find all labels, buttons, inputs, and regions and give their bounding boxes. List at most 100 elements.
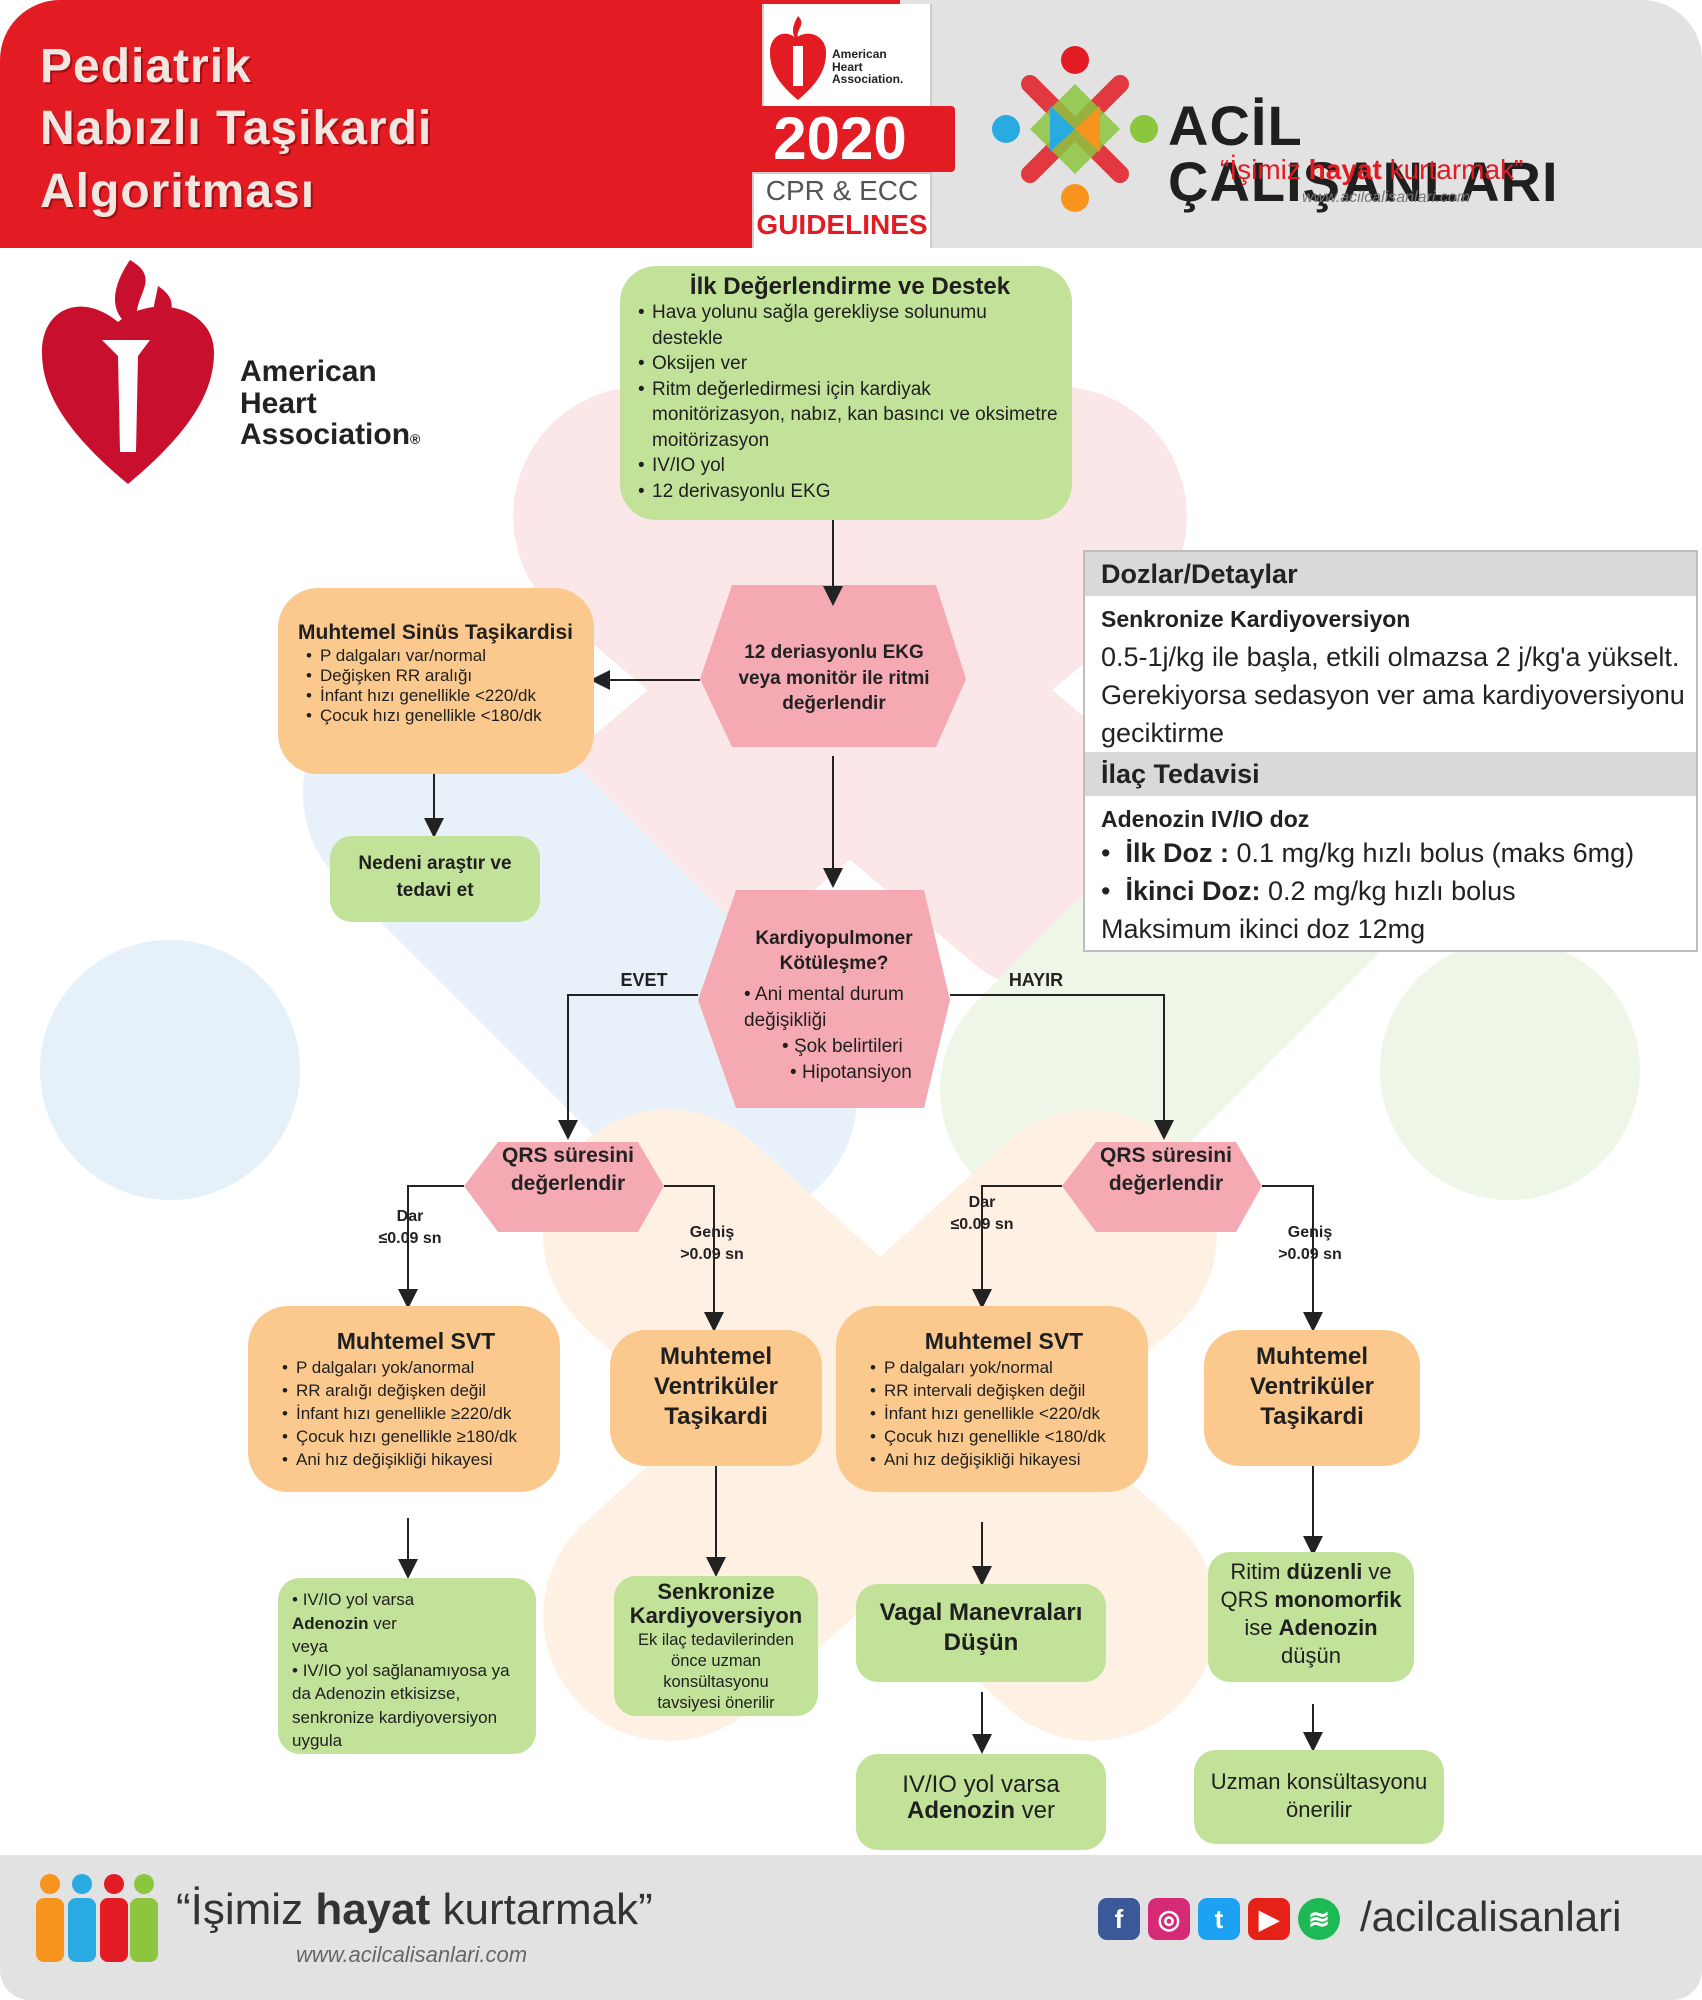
footer-slogan: “İşimiz hayat kurtarmak” xyxy=(176,1885,653,1934)
second-dose: • İkinci Doz: 0.2 mg/kg hızlı bolus xyxy=(1101,876,1516,906)
brand-name: ACİL ÇALIŞANLARI xyxy=(1168,94,1559,213)
guidelines-text: GUIDELINES xyxy=(756,209,928,240)
header-grey-band xyxy=(900,0,1702,248)
list-item: Ani hız değişikliği hikayesi xyxy=(282,1448,550,1471)
aha-small-text: American Heart Association. xyxy=(832,47,904,87)
iv-adenosine-line1: IV/IO yol varsa xyxy=(902,1771,1060,1798)
vagal-maneuvers-box: Vagal Manevraları Düşün xyxy=(856,1584,1106,1682)
arrow-qrs-left-narrow xyxy=(398,1185,464,1309)
list-item: İnfant hızı genellikle ≥220/dk xyxy=(282,1402,550,1425)
rhythm-line1: Ritim düzenli ve xyxy=(1230,1559,1392,1584)
acil-calisanlari-logo-icon xyxy=(992,46,1158,212)
list-item: • Şok belirtileri xyxy=(782,1036,903,1057)
header-website: www.acilcalisanlari.com xyxy=(1302,189,1471,206)
cardioversion-text: 0.5-1j/kg ile başla, etkili olmazsa 2 j/… xyxy=(1101,642,1685,748)
aha-heart-small-icon xyxy=(770,16,826,100)
iv-adenosine-box: IV/IO yol varsa Adenozin ver xyxy=(856,1754,1106,1850)
spotify-icon[interactable]: ≋ xyxy=(1298,1898,1340,1940)
list-item: • Ani mental durum değişikliği xyxy=(744,984,904,1031)
svt-left-title: Muhtemel SVT xyxy=(336,1328,496,1354)
ekg-assess-text: 12 deriasyonlu EKG veya monitör ile ritm… xyxy=(738,642,930,715)
qrs-left-hex-shape xyxy=(464,1142,664,1232)
guidelines-badge-bottom xyxy=(752,172,932,248)
cardiopulmonary-question: Kardiyopulmoner Kötüleşme? • Ani mental … xyxy=(718,926,950,1086)
list-item: RR intervali değişken değil xyxy=(870,1379,1138,1402)
year-badge: 2020 xyxy=(725,106,955,172)
dosage-header: Dozlar/Detaylar xyxy=(1085,552,1696,596)
sync-cardioversion-box: Senkronize Kardiyoversiyon Ek ilaç tedav… xyxy=(614,1576,818,1716)
adenosine-dose-subheader: Adenozin IV/IO doz xyxy=(1101,806,1310,832)
rhythm-line4: düşün xyxy=(1281,1643,1341,1668)
cardioversion-subheader: Senkronize Kardiyoversiyon xyxy=(1101,606,1411,632)
list-item: Oksijen ver xyxy=(638,351,1062,377)
qrs-left-text: QRS süresini değerlendir xyxy=(502,1144,634,1195)
regular-rhythm-box: Ritim düzenli ve QRS monomorfik ise Aden… xyxy=(1208,1552,1414,1682)
list-item: Çocuk hızı genellikle <180/dk xyxy=(870,1425,1138,1448)
cardio-hex-shape xyxy=(698,890,950,1108)
list-item: Ani hız değişikliği hikayesi xyxy=(870,1448,1138,1471)
footer-website: www.acilcalisanlari.com xyxy=(296,1942,528,1967)
sync-cardioversion-text: Ek ilaç tedavilerinden önce uzman konsül… xyxy=(638,1631,794,1712)
yes-label: EVET xyxy=(620,970,668,990)
arrow-qrs-right-narrow xyxy=(972,1185,1062,1309)
qrs-right-text: QRS süresini değerlendir xyxy=(1100,1144,1232,1195)
iv-adenosine-line2: Adenozin ver xyxy=(906,1797,1055,1824)
no-label: HAYIR xyxy=(1008,970,1064,990)
sinus-tachycardia-title: Muhtemel Sinüs Taşikardisi xyxy=(298,621,574,644)
initial-assessment-box: İlk Değerlendirme ve Destek Hava yolunu … xyxy=(620,266,1072,520)
list-item: • IV/IO yol varsa xyxy=(292,1590,415,1609)
wide-label-right: Geniş>0.09 sn xyxy=(1278,1224,1342,1263)
list-item: P dalgaları yok/anormal xyxy=(282,1356,550,1379)
aha-logo-text: American Heart Association® xyxy=(240,355,421,451)
initial-assessment-list: Hava yolunu sağla gerekliyse solunumu de… xyxy=(638,300,1062,504)
list-item: IV/IO yol xyxy=(638,453,1062,479)
cpr-ecc-text: CPR & ECC xyxy=(765,175,919,206)
svt-right-title: Muhtemel SVT xyxy=(924,1328,1084,1354)
footer-band xyxy=(0,1855,1702,2000)
facebook-icon[interactable]: f xyxy=(1098,1898,1140,1940)
rhythm-line3: ise Adenozin xyxy=(1244,1615,1378,1640)
ekg-hex-shape xyxy=(700,585,966,747)
social-handle[interactable]: /acilcalisanlari xyxy=(1360,1893,1622,1940)
twitter-icon[interactable]: t xyxy=(1198,1898,1240,1940)
list-item: RR aralığı değişken değil xyxy=(282,1379,550,1402)
wide-label-left: Geniş>0.09 sn xyxy=(680,1224,744,1263)
list-item: İnfant hızı genellikle <220/dk xyxy=(306,686,584,706)
youtube-icon[interactable]: ▶ xyxy=(1248,1898,1290,1940)
list-item: Çocuk hızı genellikle <180/dk xyxy=(306,706,584,726)
sync-cardioversion-title: Senkronize Kardiyoversiyon xyxy=(629,1579,803,1628)
list-item: Çocuk hızı genellikle ≥180/dk xyxy=(282,1425,550,1448)
svt-left-box: Muhtemel SVT P dalgaları yok/anormal RR … xyxy=(248,1306,560,1492)
header-slogan: “İşimiz hayat kurtarmak” xyxy=(1220,154,1524,185)
first-dose: • İlk Doz : 0.1 mg/kg hızlı bolus (maks … xyxy=(1101,838,1635,868)
list-item: • IV/IO yol sağlanamıyosa ya da Adenozin… xyxy=(292,1660,510,1751)
list-item: İnfant hızı genellikle <220/dk xyxy=(870,1402,1138,1425)
vt-right-box: Muhtemel Ventriküler Taşikardi xyxy=(1204,1330,1420,1466)
or-text: veya xyxy=(292,1637,328,1656)
svt-right-box: Muhtemel SVT P dalgaları yok/normal RR i… xyxy=(836,1306,1148,1492)
investigate-cause-box: Nedeni araştır ve tedavi et xyxy=(330,836,540,922)
drug-therapy-header: İlaç Tedavisi xyxy=(1085,752,1696,796)
instagram-icon[interactable]: ◎ xyxy=(1148,1898,1190,1940)
rhythm-line2: QRS monomorfik xyxy=(1220,1587,1402,1612)
dosage-panel: Dozlar/Detaylar Senkronize Kardiyoversiy… xyxy=(1083,550,1698,952)
aha-heart-torch-icon xyxy=(42,260,214,484)
adenosine-line: Adenozin ver xyxy=(292,1613,397,1633)
arrow-qrs-left-wide xyxy=(664,1185,724,1332)
svt-left-list: P dalgaları yok/anormal RR aralığı değiş… xyxy=(282,1356,550,1471)
adenosine-left-box: • IV/IO yol varsa Adenozin ver veya • IV… xyxy=(278,1578,536,1754)
list-item: Hava yolunu sağla gerekliyse solunumu de… xyxy=(638,300,1062,351)
arrow-no xyxy=(950,994,1174,1140)
max-dose: Maksimum ikinci doz 12mg xyxy=(1101,914,1426,944)
people-logo-icon xyxy=(36,1874,158,1962)
list-item: Ritm değerledirmesi için kardiyak monitö… xyxy=(638,377,1062,454)
cardiopulmonary-title: Kardiyopulmoner Kötüleşme? xyxy=(755,928,913,974)
initial-assessment-title: İlk Değerlendirme ve Destek xyxy=(689,273,1011,300)
list-item: 12 derivasyonlu EKG xyxy=(638,479,1062,505)
sinus-tachycardia-box: Muhtemel Sinüs Taşikardisi P dalgaları v… xyxy=(278,588,594,774)
narrow-label-right: Dar≤0.09 sn xyxy=(950,1194,1014,1233)
arrow-yes xyxy=(558,994,698,1140)
vt-left-box: Muhtemel Ventriküler Taşikardi xyxy=(610,1330,822,1466)
narrow-label-left: Dar≤0.09 sn xyxy=(378,1208,442,1247)
cardiopulmonary-list: • Ani mental durum değişikliği • Şok bel… xyxy=(718,982,950,1086)
